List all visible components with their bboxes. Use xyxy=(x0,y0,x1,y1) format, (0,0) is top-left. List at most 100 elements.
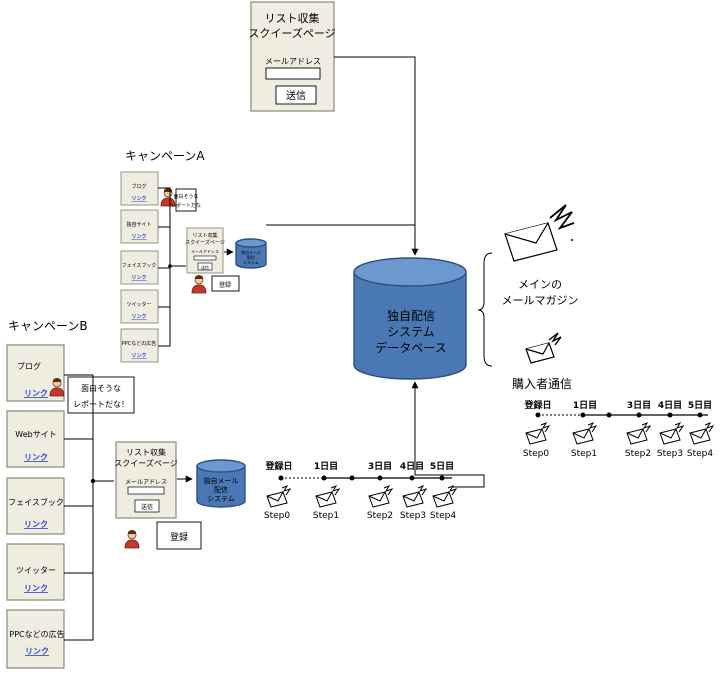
buyer-day-1: 1日目 xyxy=(573,400,597,411)
brace xyxy=(477,252,493,367)
b-step-1: Step1 xyxy=(313,511,339,521)
top-squeeze-title2: スクイーズページ xyxy=(248,26,335,40)
buyer-envelope-icon-0 xyxy=(525,422,550,445)
top-submit-label: 送信 xyxy=(286,89,306,102)
top-submit-button[interactable] xyxy=(275,85,317,105)
campaign-b-link-twitter[interactable]: リンク xyxy=(24,583,48,593)
campaign-a-db: 独自メール 配信 システム xyxy=(235,238,267,269)
buyer-step-4: Step4 xyxy=(687,449,713,459)
campaign-a-squeeze-title2: スクイーズページ xyxy=(185,239,225,246)
main-database: 独自配信 システム データベース xyxy=(353,257,467,380)
campaign-a-squeeze-page: リスト収集 スクイーズページ メールアドレス 送信 xyxy=(185,227,225,274)
b-day-0: 登録日 xyxy=(264,460,292,472)
campaign-b-timeline: 登録日 1日目 3日目 4日目 5日目 Step0 Step1 Step2 St… xyxy=(264,460,457,521)
campaign-a-register-person-icon xyxy=(191,274,207,294)
campaign-b-connector xyxy=(64,374,114,641)
b-day-4: 5日目 xyxy=(430,461,454,472)
main-db-line1: 独自配信 xyxy=(387,309,435,323)
campaign-a-link-ppc[interactable]: リンク xyxy=(131,352,146,359)
b-step-2: Step2 xyxy=(367,511,393,521)
envelope-large-icon xyxy=(504,204,575,262)
buyer-step-1: Step1 xyxy=(571,449,597,459)
b-envelope-icon-3 xyxy=(402,485,427,508)
campaign-b-db: 独自メール 配信 システム xyxy=(196,459,246,508)
campaign-b-bubble-line1: 面白そうな xyxy=(81,383,121,393)
campaign-a-bubble-line1: 面白そうな xyxy=(173,193,198,200)
campaign-a-link-blog[interactable]: リンク xyxy=(131,195,146,202)
campaign-b-bubble-line2: レポートだな！ xyxy=(73,400,129,409)
campaign-a-db-line2: 配信 xyxy=(247,254,255,260)
buyer-step-3: Step3 xyxy=(657,449,683,459)
campaign-a-email-label: メールアドレス xyxy=(191,249,219,254)
buyer-day-4: 5日目 xyxy=(688,400,712,411)
campaign-b-submit-button[interactable] xyxy=(134,499,160,513)
campaign-b-link-ppc[interactable]: リンク xyxy=(25,646,49,656)
campaign-b-link-facebook[interactable]: リンク xyxy=(24,519,48,529)
campaign-b-source-label-ppc: PPCなどの広告 xyxy=(9,629,64,639)
campaign-b-source-label-blog: ブログ xyxy=(17,361,41,371)
main-db-line2: システム xyxy=(387,325,435,339)
campaign-b-link-blog[interactable]: リンク xyxy=(24,388,48,398)
campaign-a-register-label: 登録 xyxy=(219,281,231,289)
campaign-b-register-label: 登録 xyxy=(170,531,188,543)
campaign-b-source-label-twitter: ツイッター xyxy=(16,566,56,575)
buyer-step-0: Step0 xyxy=(523,449,549,459)
top-email-input[interactable] xyxy=(265,67,321,80)
campaign-b-sources: ブログ リンク Webサイト リンク フェイスブック リンク ツイッター リンク… xyxy=(6,344,65,669)
campaign-a-submit-button[interactable] xyxy=(197,262,213,271)
campaign-a-email-input[interactable] xyxy=(193,255,217,261)
campaign-a-source-facebook xyxy=(120,250,159,285)
campaign-b-db-line3: システム xyxy=(207,495,235,503)
top-squeeze-page: リスト収集 スクイーズページ メールアドレス 送信 xyxy=(248,1,336,112)
top-squeeze-title1: リスト収集 xyxy=(265,11,320,25)
campaign-b-db-line1: 独自メール xyxy=(204,476,239,485)
campaign-a-link-facebook[interactable]: リンク xyxy=(131,274,146,281)
campaign-b-bubble: 面白そうな レポートだな！ xyxy=(49,376,135,414)
buyer-step-2: Step2 xyxy=(625,449,651,459)
b-envelope-icon-4 xyxy=(432,485,457,508)
main-db-line3: データベース xyxy=(375,340,446,355)
campaign-a-squeeze-title1: リスト収集 xyxy=(192,232,217,239)
campaign-b-squeeze-title2: スクイーズページ xyxy=(114,458,177,468)
campaign-b-source-twitter xyxy=(6,543,65,601)
campaign-a-link-site[interactable]: リンク xyxy=(131,233,146,240)
b-step-0: Step0 xyxy=(264,511,290,521)
buyer-envelope-icon-2 xyxy=(626,422,651,445)
buyer-envelope-icon-1 xyxy=(572,422,597,445)
campaign-a-bubble: 面白そうな レポートだな xyxy=(160,187,201,212)
campaign-b-register: 登録 xyxy=(124,521,202,550)
arrow-top-to-db xyxy=(334,56,419,256)
campaign-b-label: キャンペーンB xyxy=(8,319,88,333)
campaign-b-link-web[interactable]: リンク xyxy=(24,452,48,462)
b-envelope-icon-2 xyxy=(368,485,393,508)
campaign-b-source-ppc xyxy=(6,609,65,669)
campaign-b-squeeze-title1: リスト収集 xyxy=(126,447,166,457)
campaign-b-source-web xyxy=(6,410,65,468)
buyer-day-3: 4日目 xyxy=(658,400,682,411)
buyer-envelope-icon-4 xyxy=(689,422,714,445)
campaign-b-email-input[interactable] xyxy=(127,486,165,495)
main-mag-line2: メールマガジン xyxy=(502,294,579,307)
campaign-a-bubble-line2: レポートだな xyxy=(171,202,201,209)
campaign-b-submit-label: 送信 xyxy=(141,503,153,511)
campaign-a-source-label-twitter: ツイッター xyxy=(126,301,151,308)
campaign-b-squeeze-page: リスト収集 スクイーズページ メールアドレス 送信 xyxy=(114,441,178,519)
envelope-medium-icon xyxy=(525,332,562,364)
campaign-a-link-twitter[interactable]: リンク xyxy=(131,313,146,320)
campaign-a-label: キャンペーンA xyxy=(125,149,205,163)
campaign-a-source-ppc xyxy=(120,328,159,363)
main-mag-line1: メインの xyxy=(518,278,562,291)
campaign-b-source-label-facebook: フェイスブック xyxy=(8,497,64,507)
b-step-3: Step3 xyxy=(400,511,426,521)
campaign-a-db-line1: 独自メール xyxy=(241,249,261,255)
campaign-a-source-blog xyxy=(120,171,159,206)
b-day-1: 1日目 xyxy=(314,461,338,472)
campaign-a-connector xyxy=(158,187,186,347)
buyer-comm-label: 購入者通信 xyxy=(512,377,572,391)
campaign-a-db-line3: システム xyxy=(243,259,259,265)
b-envelope-icon-0 xyxy=(266,485,291,508)
campaign-a-source-label-site: 独自サイト xyxy=(126,221,151,228)
campaign-b-source-label-web: Webサイト xyxy=(15,430,56,439)
campaign-a-source-label-ppc: PPCなどの広告 xyxy=(122,340,157,347)
buyer-day-0: 登録日 xyxy=(523,399,551,411)
